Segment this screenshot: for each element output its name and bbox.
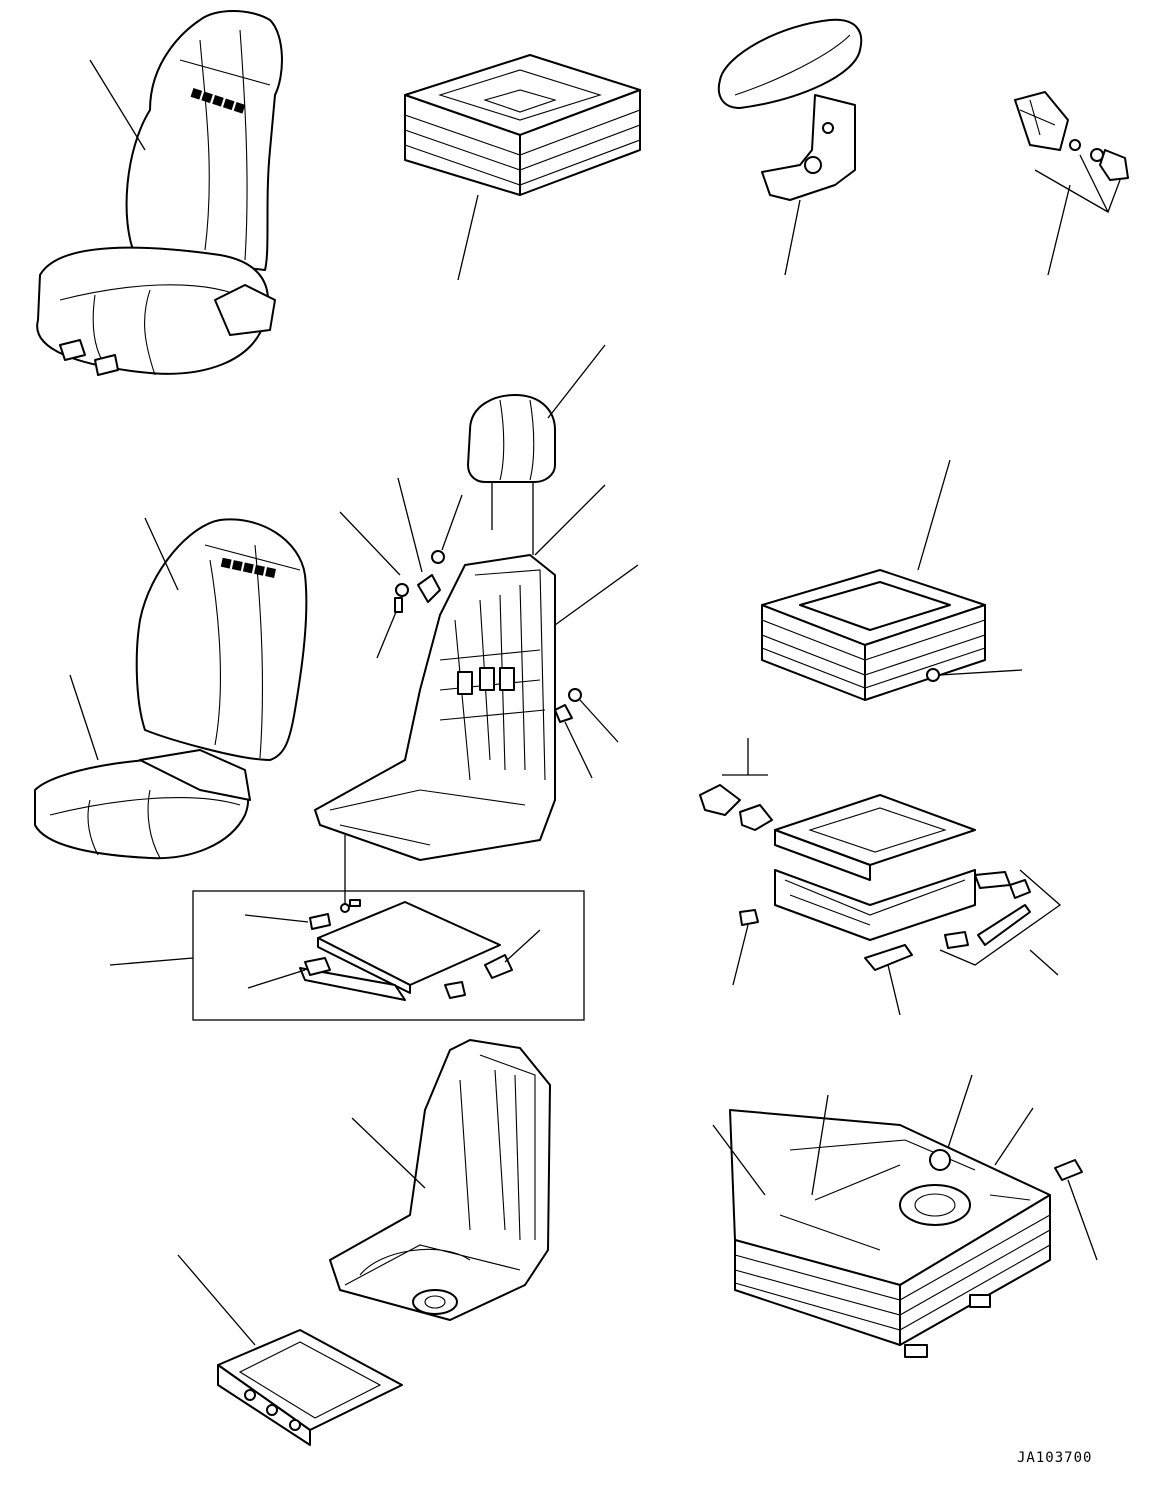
leader-line <box>69 674 99 761</box>
suspension-assembly-part <box>404 54 641 196</box>
leader-line <box>441 494 463 551</box>
leader-line <box>939 669 1023 676</box>
suspension-frame-part <box>761 569 986 701</box>
seat-assembly-part: ■■■■■ <box>36 10 283 376</box>
leader-line <box>376 611 397 659</box>
leader-line <box>504 929 541 963</box>
leader-line <box>457 194 479 281</box>
suspension-unit-part <box>729 1109 1051 1358</box>
leader-line <box>947 1074 973 1149</box>
leader-line <box>547 344 606 419</box>
leader-line <box>1047 184 1071 276</box>
leader-line <box>89 59 146 151</box>
slide-rail-part <box>699 738 1062 971</box>
leader-line <box>811 1094 829 1196</box>
leader-line <box>887 964 901 1016</box>
lever-switch-part <box>1014 91 1129 213</box>
seat-cushion-part <box>34 749 251 860</box>
leader-line <box>177 1254 256 1346</box>
leader-line <box>247 969 306 989</box>
leader-line <box>579 699 619 743</box>
leader-line <box>144 517 179 591</box>
leader-line <box>1029 949 1059 976</box>
headrest-part <box>467 394 556 555</box>
leader-line <box>109 957 194 966</box>
base-plate-part <box>299 899 513 1001</box>
leader-line <box>784 199 801 276</box>
latch-part <box>1054 1159 1083 1181</box>
lower-seat-frame-part <box>329 1039 551 1321</box>
leader-line <box>712 1124 766 1196</box>
back-cushion-part: ■■■■■ <box>135 518 308 761</box>
leader-line <box>244 914 309 923</box>
leader-line <box>534 484 606 556</box>
leader-line <box>564 721 593 779</box>
seat-pan-part <box>217 1329 403 1446</box>
leader-line <box>397 477 423 573</box>
leader-line <box>351 1117 426 1189</box>
leader-line <box>1067 1179 1098 1261</box>
leader-line <box>732 924 749 986</box>
detail-callout-box <box>192 890 585 1021</box>
leader-line <box>994 1107 1034 1166</box>
drawing-code-label: JA103700 <box>1017 1450 1093 1466</box>
leader-line <box>917 459 951 571</box>
seat-frame-part <box>314 550 582 861</box>
leader-line <box>554 564 639 626</box>
armrest-part <box>717 18 863 201</box>
leader-line <box>339 511 401 576</box>
